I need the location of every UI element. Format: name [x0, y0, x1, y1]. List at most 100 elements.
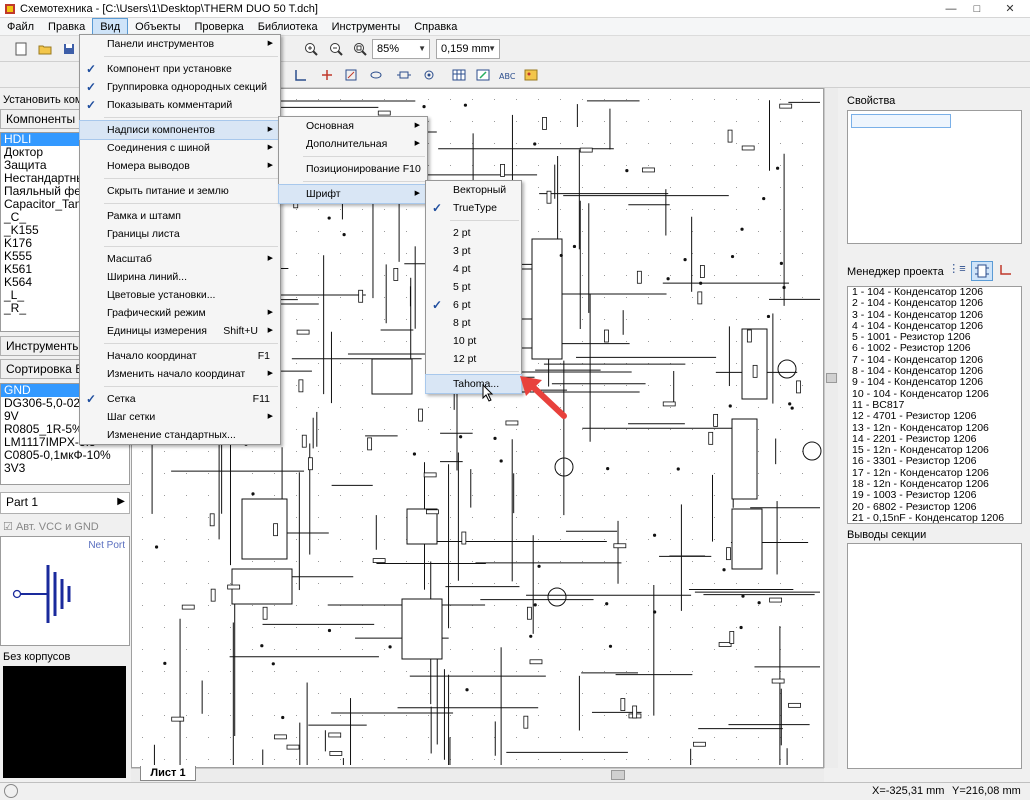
list-item[interactable]: 3V3: [4, 462, 26, 475]
menu-edit[interactable]: Правка: [48, 20, 86, 33]
bus-tool-icon[interactable]: [318, 66, 336, 84]
auto-vcc-checkbox[interactable]: ☑ Авт. VCC и GND: [3, 520, 99, 533]
line-width-combo[interactable]: 0,159 mm▼: [436, 39, 500, 59]
wire-tool-icon[interactable]: [292, 66, 310, 84]
port-tool-icon[interactable]: [367, 66, 385, 84]
view_menu-item-7[interactable]: Соединения с шиной▶: [80, 139, 280, 157]
list-item[interactable]: K561: [4, 263, 33, 276]
view_menu-item-16[interactable]: Ширина линий...: [80, 268, 280, 286]
font_menu-item-4[interactable]: 3 pt: [426, 242, 521, 260]
labels_menu-item-5[interactable]: Шрифт▶: [278, 184, 428, 204]
labels_menu-item-0[interactable]: Основная▶: [279, 117, 427, 135]
list-item[interactable]: 15 - 12n - Конденсатор 1206: [852, 445, 989, 457]
component-view-icon[interactable]: [971, 261, 993, 281]
list-item[interactable]: 7 - 104 - Конденсатор 1206: [852, 354, 984, 366]
font_menu-item-5[interactable]: 4 pt: [426, 260, 521, 278]
zoom-combo[interactable]: 85%▼: [372, 39, 430, 59]
list-item[interactable]: 10 - 104 - Конденсатор 1206: [852, 388, 989, 400]
list-item[interactable]: 9V: [4, 410, 19, 423]
list-item[interactable]: 18 - 12n - Конденсатор 1206: [852, 479, 989, 491]
menu-help[interactable]: Справка: [414, 20, 458, 33]
list-item[interactable]: 17 - 12n - Конденсатор 1206: [852, 467, 989, 479]
view_menu-item-3[interactable]: ✓Группировка однородных секций: [80, 78, 280, 96]
new-icon[interactable]: [12, 40, 30, 58]
list-item[interactable]: K555: [4, 250, 33, 263]
view_menu-item-2[interactable]: ✓Компонент при установке: [80, 60, 280, 78]
font_menu-item-0[interactable]: Векторный: [426, 181, 521, 199]
list-item[interactable]: 3 - 104 - Конденсатор 1206: [852, 309, 984, 321]
menu-file[interactable]: Файл: [7, 20, 35, 33]
font_menu-item-12[interactable]: Tahoma...: [425, 374, 522, 394]
font_menu-item-3[interactable]: 2 pt: [426, 224, 521, 242]
list-item[interactable]: _R_: [4, 302, 27, 315]
font_menu-item-1[interactable]: ✓TrueType: [426, 199, 521, 217]
view_menu-item-18[interactable]: Графический режим▶: [80, 304, 280, 322]
list-item[interactable]: Нестандартны: [4, 172, 85, 185]
list-item[interactable]: 14 - 2201 - Резистор 1206: [852, 433, 977, 445]
view_menu-item-6[interactable]: Надписи компонентов▶: [79, 120, 281, 140]
list-item[interactable]: 20 - 6802 - Резистор 1206: [852, 501, 977, 513]
table-tool-icon[interactable]: [450, 66, 468, 84]
font_menu-item-10[interactable]: 12 pt: [426, 350, 521, 368]
zoom-in-icon[interactable]: [302, 40, 320, 58]
chip-tool-icon[interactable]: [420, 66, 438, 84]
labels_menu-item-3[interactable]: Позиционирование F10: [279, 160, 427, 178]
horizontal-scrollbar[interactable]: [131, 768, 824, 782]
component-tool-icon[interactable]: [395, 66, 413, 84]
font_menu-item-9[interactable]: 10 pt: [426, 332, 521, 350]
view_menu-item-25[interactable]: Шаг сетки▶: [80, 408, 280, 426]
list-item[interactable]: 11 - BC817: [852, 399, 905, 411]
menu-check[interactable]: Проверка: [194, 20, 244, 33]
list-item[interactable]: 4 - 104 - Конденсатор 1206: [852, 320, 984, 332]
list-item[interactable]: 12 - 4701 - Резистор 1206: [852, 411, 977, 423]
list-item[interactable]: 21 - 0,15nF - Конденсатор 1206: [852, 512, 1005, 524]
save-icon[interactable]: [60, 40, 78, 58]
zoom-fit-icon[interactable]: [351, 40, 369, 58]
list-item[interactable]: K176: [4, 237, 33, 250]
net-tool-icon[interactable]: [342, 66, 360, 84]
tree-view-icon[interactable]: ⋮≡: [948, 263, 966, 275]
list-item[interactable]: Паяльный фе: [4, 185, 81, 198]
list-item[interactable]: 13 - 12n - Конденсатор 1206: [852, 422, 989, 434]
labels_menu-item-1[interactable]: Дополнительная▶: [279, 135, 427, 153]
list-item[interactable]: DG306-5,0-02P: [4, 397, 89, 410]
list-item[interactable]: _K155: [4, 224, 39, 237]
list-item[interactable]: Защита: [4, 159, 47, 172]
view_menu-item-15[interactable]: Масштаб▶: [80, 250, 280, 268]
close-button[interactable]: ✕: [990, 0, 1030, 17]
list-item[interactable]: _C_: [4, 211, 27, 224]
view_menu-item-10[interactable]: Скрыть питание и землю: [80, 182, 280, 200]
open-icon[interactable]: [36, 40, 54, 58]
list-item[interactable]: 2 - 104 - Конденсатор 1206: [852, 298, 984, 310]
menu-view[interactable]: Вид: [92, 17, 129, 36]
view_menu-item-26[interactable]: Изменение стандартных...: [80, 426, 280, 444]
image-tool-icon[interactable]: [522, 66, 540, 84]
list-item[interactable]: 6 - 1002 - Резистор 1206: [852, 343, 971, 355]
part-selector[interactable]: Part 1 ▶: [0, 492, 130, 514]
text-tool-icon[interactable]: ABC: [498, 66, 516, 84]
font_menu-item-8[interactable]: 8 pt: [426, 314, 521, 332]
list-item[interactable]: R0805_1R-5%: [4, 423, 83, 436]
list-item[interactable]: 19 - 1003 - Резистор 1206: [852, 490, 977, 502]
sheet-tab[interactable]: Лист 1: [140, 766, 196, 781]
view_menu-item-12[interactable]: Рамка и штамп: [80, 207, 280, 225]
menu-library[interactable]: Библиотека: [257, 20, 318, 33]
font_menu-item-6[interactable]: 5 pt: [426, 278, 521, 296]
menu-objects[interactable]: Объекты: [135, 20, 181, 33]
view_menu-item-22[interactable]: Изменить начало координат▶: [80, 365, 280, 383]
zoom-out-icon[interactable]: [327, 40, 345, 58]
list-item[interactable]: 5 - 1001 - Резистор 1206: [852, 332, 971, 344]
vertical-scrollbar[interactable]: [824, 88, 838, 768]
list-item[interactable]: LM1117IMPX-3.3: [4, 436, 96, 449]
list-item[interactable]: C0805-0,1мкФ-10%: [4, 449, 111, 462]
maximize-button[interactable]: □: [973, 2, 981, 15]
list-item[interactable]: 8 - 104 - Конденсатор 1206: [852, 366, 984, 378]
view_menu-item-17[interactable]: Цветовые установки...: [80, 286, 280, 304]
list-item[interactable]: 16 - 3301 - Резистор 1206: [852, 456, 977, 468]
view_menu-item-8[interactable]: Номера выводов▶: [80, 157, 280, 175]
minimize-button[interactable]: —: [945, 2, 957, 15]
